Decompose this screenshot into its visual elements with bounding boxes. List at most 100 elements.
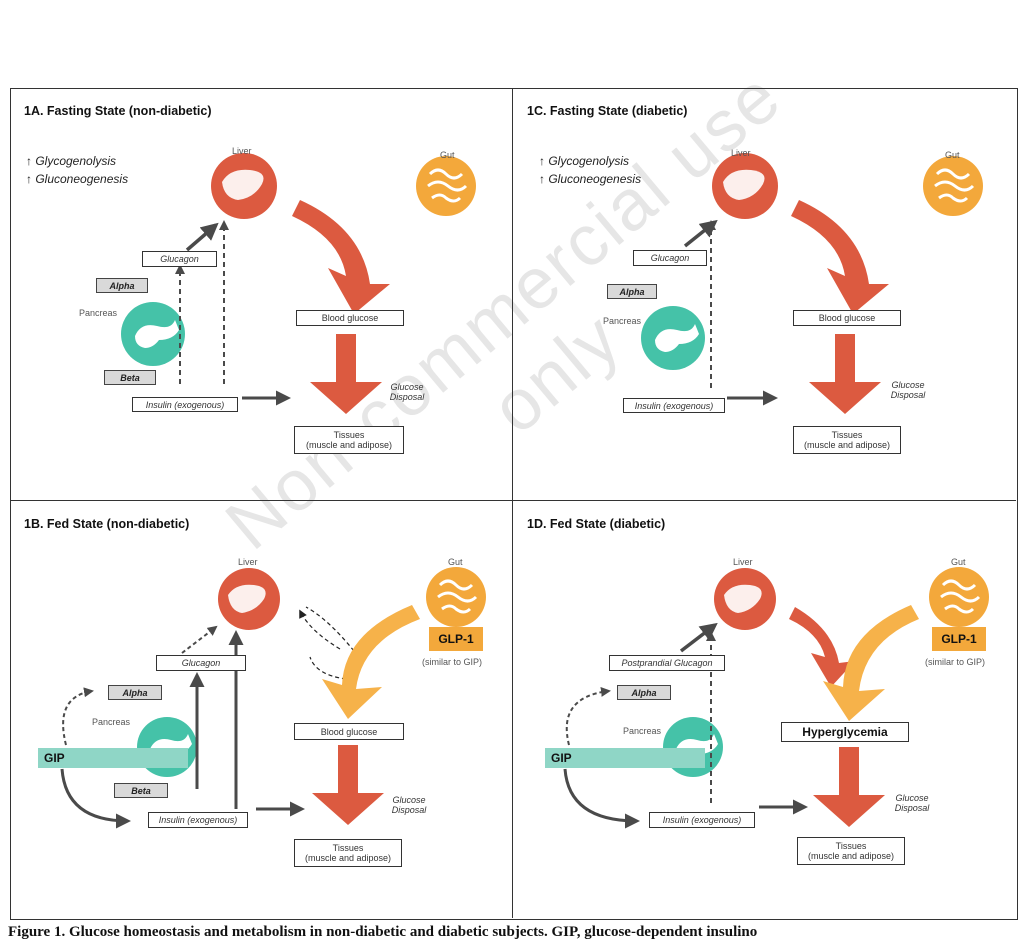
glp1-box: GLP-1: [429, 627, 483, 651]
tissues-box: Tissues (muscle and adipose): [793, 426, 901, 454]
glucagon-to-liver-arrow: [185, 222, 219, 252]
panel-title: 1A. Fasting State (non-diabetic): [24, 104, 212, 118]
gut-to-liver-dashed-3: [309, 656, 347, 680]
panel-title: 1D. Fed State (diabetic): [527, 517, 666, 531]
postprandial-glucagon-box: Postprandial Glucagon: [609, 655, 725, 671]
insulin-box: Insulin (exogenous): [148, 812, 248, 828]
liver-label: Liver: [733, 557, 753, 567]
glucagon-box: Glucagon: [156, 655, 246, 671]
gluconeogenesis-label: ↑ Gluconeogenesis: [539, 172, 642, 186]
tissues-label: Tissues: [831, 430, 863, 440]
blood-glucose-box: Blood glucose: [793, 310, 901, 326]
hyper-to-tissue-arrow: [813, 747, 885, 827]
liver-shape: [228, 584, 266, 613]
gip-to-alpha-dashed: [62, 687, 94, 746]
panel-1c-graphics: [641, 153, 983, 414]
beta-box: Beta: [104, 370, 156, 385]
panel-title: 1B. Fed State (non-diabetic): [24, 517, 190, 531]
gut-shape: [934, 168, 975, 203]
gip-bar: GIP: [38, 748, 188, 768]
blood-glucose-box: Blood glucose: [294, 723, 404, 740]
liver-to-blood-arrow: [292, 200, 390, 314]
glucose-disposal-label: Glucose Disposal: [894, 793, 930, 813]
gut-shape: [437, 579, 478, 614]
beta-box: Beta: [114, 783, 168, 798]
gut-shape: [427, 168, 468, 203]
glucagon-box: Glucagon: [142, 251, 217, 267]
similar-to-gip-label: (similar to GIP): [925, 657, 986, 667]
pancreas-label: Pancreas: [623, 726, 662, 736]
glucagon-box: Glucagon: [633, 250, 707, 266]
gip-to-insulin-arrow: [563, 768, 640, 829]
panel-1d-graphics: [563, 567, 989, 829]
gut-to-liver-dashed: [299, 609, 341, 650]
liver-shape: [724, 584, 762, 613]
gip-bar: GIP: [545, 748, 705, 768]
tissues-sublabel: (muscle and adipose): [305, 440, 393, 450]
tissues-box: Tissues (muscle and adipose): [294, 426, 404, 454]
gip-to-alpha-dashed: [565, 686, 611, 746]
blood-glucose-box: Blood glucose: [296, 310, 404, 326]
alpha-box: Alpha: [96, 278, 148, 293]
alpha-box: Alpha: [617, 685, 671, 700]
panel-1b: 1B. Fed State (non-diabetic) Liver Gut G…: [10, 501, 512, 917]
pancreas-label: Pancreas: [603, 316, 642, 326]
glycogenolysis-label: ↑ Glycogenolysis: [26, 154, 117, 168]
gut-to-liver-dashed-2: [305, 606, 355, 652]
gut-to-hyper-arrow: [823, 605, 919, 721]
panel-title: 1C. Fasting State (diabetic): [527, 104, 688, 118]
glucose-disposal-label: Glucose Disposal: [391, 795, 427, 815]
figure-caption: Figure 1. Glucose homeostasis and metabo…: [8, 924, 758, 940]
gut-label: Gut: [440, 150, 455, 160]
panel-1a-graphics: [121, 153, 476, 414]
liver-shape: [723, 169, 765, 200]
glucagon-to-liver-arrow: [679, 622, 718, 653]
tissues-label: Tissues: [835, 841, 867, 851]
tissues-sublabel: (muscle and adipose): [807, 851, 895, 861]
gip-to-insulin-arrow: [60, 768, 131, 829]
pancreas-label: Pancreas: [79, 308, 118, 318]
insulin-box: Insulin (exogenous): [132, 397, 238, 412]
glucagon-to-liver-dashed: [181, 625, 218, 654]
panel-1b-graphics: [60, 567, 486, 829]
similar-to-gip-label: (similar to GIP): [422, 657, 483, 667]
liver-to-blood-arrow: [791, 200, 889, 314]
insulin-box: Insulin (exogenous): [649, 812, 755, 828]
blood-to-tissue-arrow: [312, 745, 384, 825]
gluconeogenesis-label: ↑ Gluconeogenesis: [26, 172, 129, 186]
tissues-label: Tissues: [332, 843, 364, 853]
gut-to-blood-arrow: [322, 605, 420, 719]
pancreas-shape: [135, 320, 179, 348]
hyperglycemia-box: Hyperglycemia: [781, 722, 909, 742]
divider-horizontal: [10, 500, 1016, 501]
tissues-label: Tissues: [333, 430, 365, 440]
pancreas-shape: [655, 324, 699, 352]
alpha-box: Alpha: [607, 284, 657, 299]
tissues-box: Tissues (muscle and adipose): [294, 839, 402, 867]
liver-label: Liver: [238, 557, 258, 567]
tissues-box: Tissues (muscle and adipose): [797, 837, 905, 865]
tissues-sublabel: (muscle and adipose): [304, 853, 392, 863]
liver-shape: [222, 169, 264, 200]
gut-label: Gut: [951, 557, 966, 567]
liver-label: Liver: [232, 146, 252, 156]
gut-label: Gut: [945, 150, 960, 160]
glp1-box: GLP-1: [932, 627, 986, 651]
blood-to-tissue-arrow: [809, 334, 881, 414]
gut-label: Gut: [448, 557, 463, 567]
panel-1a: 1A. Fasting State (non-diabetic) ↑ Glyco…: [10, 88, 512, 500]
panel-1c: 1C. Fasting State (diabetic) ↑ Glycogeno…: [513, 88, 1015, 500]
blood-to-tissue-arrow: [310, 334, 382, 414]
panel-1d: 1D. Fed State (diabetic) Liver Gut GLP-1…: [513, 501, 1015, 917]
liver-label: Liver: [731, 148, 751, 158]
tissues-sublabel: (muscle and adipose): [803, 440, 891, 450]
gut-shape: [940, 579, 981, 614]
divider-vertical: [512, 88, 513, 918]
figure-frame: [10, 88, 1018, 920]
pancreas-label: Pancreas: [92, 717, 131, 727]
glucose-disposal-label: Glucose Disposal: [389, 382, 425, 402]
glycogenolysis-label: ↑ Glycogenolysis: [539, 154, 630, 168]
glucose-disposal-label: Glucose Disposal: [890, 380, 926, 400]
liver-to-hyper-arrow: [789, 607, 855, 687]
insulin-box: Insulin (exogenous): [623, 398, 725, 413]
